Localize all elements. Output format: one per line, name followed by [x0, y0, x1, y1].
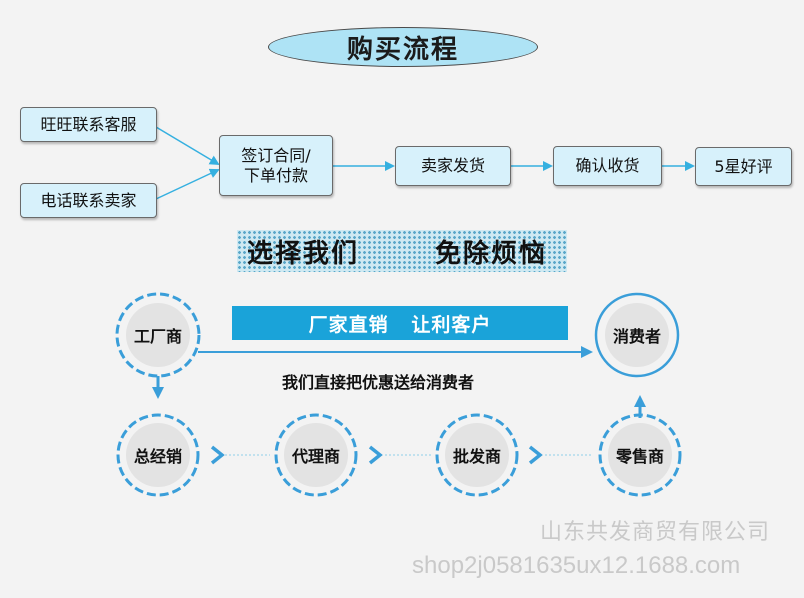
node-distributor: 总经销 [126, 423, 190, 487]
watermark-shop: shop2j0581635ux12.1688.com [412, 552, 741, 579]
watermark-company: 山东共发商贸有限公司 [540, 519, 771, 544]
chevron-icon [528, 445, 543, 465]
direct-sale-bar: 厂家直销 让利客户 [232, 306, 568, 340]
sign-line-1: 签订合同/ [241, 145, 311, 165]
ring-distributor [116, 413, 200, 497]
seller-ship-box: 卖家发货 [395, 146, 511, 186]
confirm-receipt-box: 确认收货 [553, 146, 662, 186]
ring-agent [274, 413, 358, 497]
contact-phone-box: 电话联系卖家 [20, 183, 157, 218]
node-retailer: 零售商 [608, 423, 672, 487]
chevron-icon [368, 445, 383, 465]
node-agent: 代理商 [284, 423, 348, 487]
slogan-banner: 选择我们 免除烦恼 [237, 230, 567, 272]
ring-factory [115, 292, 201, 378]
sign-line-2: 下单付款 [243, 165, 308, 185]
node-consumer: 消费者 [605, 303, 669, 367]
page-title: 购买流程 [268, 27, 538, 67]
arrow-phone-to-sign [155, 168, 220, 200]
slogan-left: 选择我们 [247, 238, 360, 269]
five-star-review-box: 5星好评 [695, 147, 792, 186]
contact-wangwang-box: 旺旺联系客服 [20, 107, 157, 142]
arrow-ww-to-sign [155, 126, 220, 166]
node-wholesaler: 批发商 [445, 423, 509, 487]
node-factory: 工厂商 [126, 303, 190, 367]
chevron-icon [210, 445, 225, 465]
ring-wholesaler [435, 413, 519, 497]
sign-contract-box: 签订合同/ 下单付款 [219, 135, 333, 196]
slogan-right: 免除烦恼 [435, 238, 548, 269]
ring-consumer [594, 292, 680, 378]
ring-retailer [598, 413, 682, 497]
direct-sale-subtitle: 我们直接把优惠送给消费者 [282, 373, 475, 392]
